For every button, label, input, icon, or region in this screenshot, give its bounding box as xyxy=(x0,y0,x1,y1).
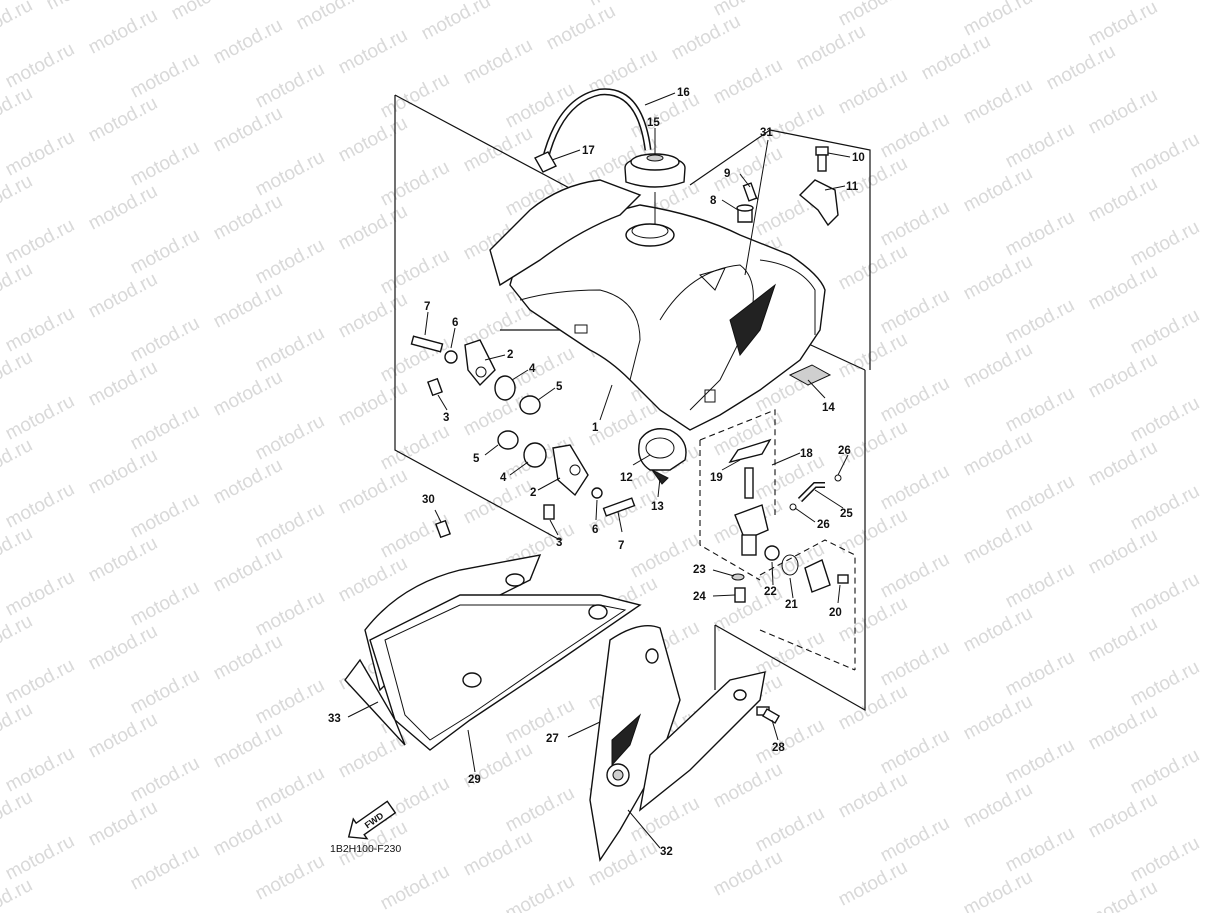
callout-21: 21 xyxy=(785,599,798,611)
callout-18: 18 xyxy=(800,448,813,460)
callout-28: 28 xyxy=(772,742,785,754)
damper-pad xyxy=(788,364,832,386)
exploded-frame-lines xyxy=(394,94,871,712)
callout-12: 12 xyxy=(620,472,633,484)
callout-4-upper: 4 xyxy=(529,363,536,375)
callout-17: 17 xyxy=(582,145,595,157)
callout-6-lower: 6 xyxy=(592,524,598,536)
callout-labels: 1 2 2 3 3 4 4 5 5 6 6 7 7 8 9 10 11 12 1… xyxy=(328,87,865,858)
callout-14: 14 xyxy=(822,402,835,414)
right-shroud xyxy=(589,625,781,862)
callout-32: 32 xyxy=(660,846,673,858)
callout-11: 11 xyxy=(846,181,859,193)
callout-29: 29 xyxy=(468,774,481,786)
callout-4-lower: 4 xyxy=(500,472,507,484)
callout-23: 23 xyxy=(693,564,706,576)
callout-1: 1 xyxy=(592,422,599,434)
fuel-cock-assembly xyxy=(699,409,856,671)
breather-hose xyxy=(534,88,652,173)
lower-mount-parts xyxy=(497,430,636,520)
leader-lines xyxy=(347,92,851,849)
callout-6-upper: 6 xyxy=(452,317,458,329)
callout-9: 9 xyxy=(724,168,730,180)
callout-27: 27 xyxy=(546,733,559,745)
callout-31: 31 xyxy=(760,127,773,139)
fuel-tank xyxy=(489,179,826,431)
callout-7-upper: 7 xyxy=(424,301,430,313)
callout-2-upper: 2 xyxy=(507,349,513,361)
callout-10: 10 xyxy=(852,152,865,164)
left-shroud xyxy=(344,519,642,751)
callout-3-lower: 3 xyxy=(556,537,562,549)
callout-15: 15 xyxy=(647,117,660,129)
diagram-code: 1B2H100-F230 xyxy=(330,843,401,855)
hose-clamp xyxy=(638,428,687,485)
top-right-fasteners xyxy=(736,146,839,227)
callout-25: 25 xyxy=(840,508,853,520)
upper-mount-parts xyxy=(410,335,541,415)
callout-30: 30 xyxy=(422,494,435,506)
callout-8: 8 xyxy=(710,195,717,207)
callout-3-upper: 3 xyxy=(443,412,449,424)
fwd-arrow: FWD xyxy=(347,800,397,840)
callout-2-lower: 2 xyxy=(530,487,536,499)
callout-5-lower: 5 xyxy=(473,453,480,465)
callout-16: 16 xyxy=(677,87,690,99)
fuel-cap xyxy=(624,153,686,225)
callout-26-lower: 26 xyxy=(817,519,830,531)
callout-20: 20 xyxy=(829,607,842,619)
callout-13: 13 xyxy=(651,501,664,513)
callout-22: 22 xyxy=(764,586,777,598)
callout-24: 24 xyxy=(693,591,706,603)
callout-19: 19 xyxy=(710,472,723,484)
callout-5-upper: 5 xyxy=(556,381,563,393)
callout-33: 33 xyxy=(328,713,341,725)
callout-7-lower: 7 xyxy=(618,540,624,552)
callout-26-upper: 26 xyxy=(838,445,851,457)
